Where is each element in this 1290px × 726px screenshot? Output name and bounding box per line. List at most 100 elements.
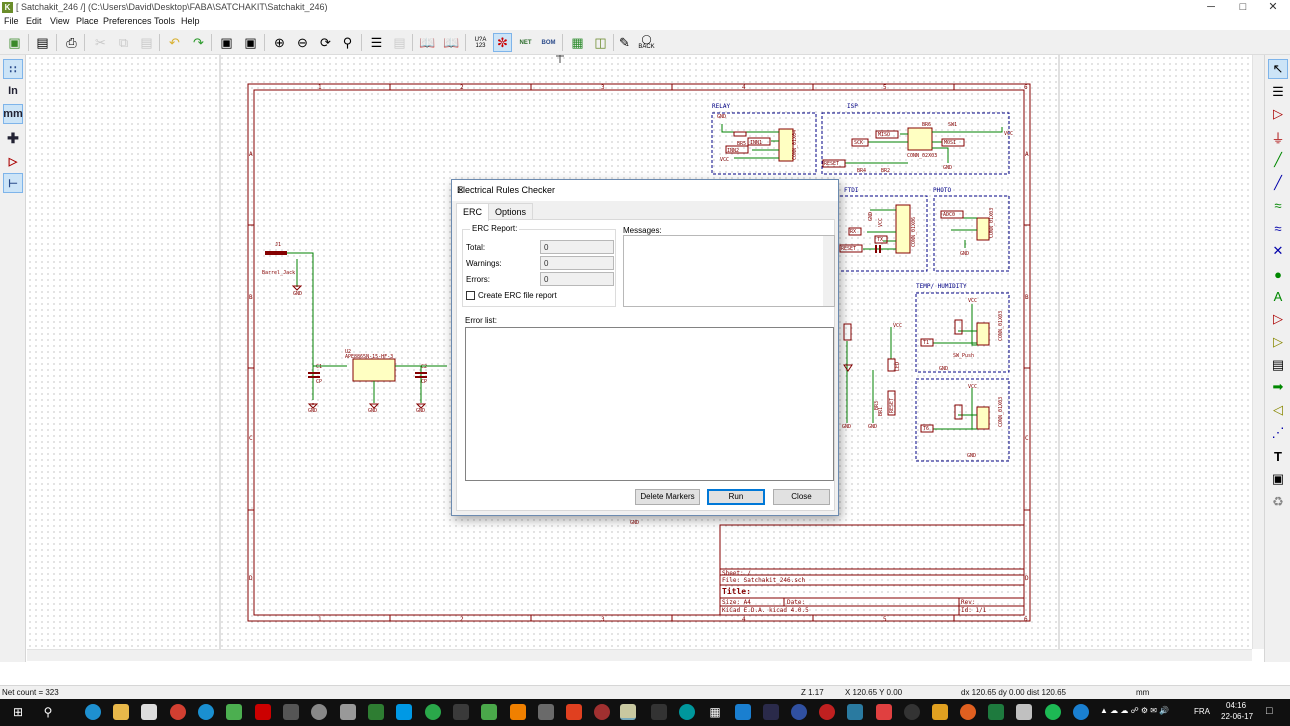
zoom-out-icon[interactable]: ⊖ bbox=[297, 34, 308, 50]
vertical-scrollbar[interactable] bbox=[1252, 55, 1264, 649]
app-icon[interactable] bbox=[932, 704, 948, 720]
clock-date[interactable]: 22-06-17 bbox=[1221, 712, 1254, 721]
pcbnew-icon[interactable]: ◫ bbox=[594, 34, 607, 50]
kicad-eeschema-taskbar-icon[interactable] bbox=[620, 704, 636, 720]
app-icon[interactable] bbox=[651, 704, 667, 720]
delete-icon[interactable]: ♻ bbox=[1272, 494, 1284, 509]
zoom-redraw-icon[interactable]: ⟳ bbox=[320, 34, 331, 50]
spotify-icon[interactable] bbox=[1045, 704, 1061, 720]
hierarchical-label-icon[interactable]: ▷ bbox=[1273, 334, 1283, 349]
units-mm-button[interactable]: mm bbox=[3, 104, 23, 124]
menu-file[interactable]: File bbox=[4, 16, 19, 26]
annotate-icon[interactable]: U?A 123 bbox=[474, 36, 487, 49]
horizontal-scrollbar[interactable] bbox=[27, 649, 1252, 661]
input-language[interactable]: FRA bbox=[1194, 707, 1210, 716]
calculator-icon[interactable]: ▦ bbox=[709, 705, 721, 719]
grid-icon[interactable]: ∷ bbox=[3, 59, 23, 79]
app-icon[interactable] bbox=[283, 704, 299, 720]
app-icon[interactable] bbox=[566, 704, 582, 720]
delete-markers-button[interactable]: Delete Markers bbox=[635, 489, 700, 505]
place-component-icon[interactable]: ▷ bbox=[1273, 106, 1283, 121]
netlist-icon[interactable]: NET bbox=[519, 39, 532, 46]
menu-view[interactable]: View bbox=[50, 16, 70, 26]
mail-icon[interactable] bbox=[141, 704, 157, 720]
menu-edit[interactable]: Edit bbox=[26, 16, 42, 26]
taskbar-app-icon[interactable] bbox=[85, 704, 101, 720]
excel-icon[interactable] bbox=[988, 704, 1004, 720]
find-icon[interactable]: ▣ bbox=[220, 34, 233, 50]
firefox-icon[interactable] bbox=[960, 704, 976, 720]
units-inch-button[interactable]: In bbox=[8, 85, 18, 97]
clock-time[interactable]: 04:16 bbox=[1226, 701, 1247, 710]
app-icon[interactable] bbox=[425, 704, 441, 720]
hidden-pins-icon[interactable]: ▷ bbox=[8, 155, 18, 168]
app-icon[interactable] bbox=[594, 704, 610, 720]
cut-icon[interactable]: ✂ bbox=[95, 34, 106, 50]
menu-preferences[interactable]: Preferences bbox=[103, 16, 152, 26]
messages-scrollbar[interactable] bbox=[823, 236, 834, 306]
close-window-button[interactable]: ✕ bbox=[1268, 1, 1278, 13]
hierarchy-icon[interactable]: ☰ bbox=[370, 34, 383, 50]
undo-icon[interactable]: ↶ bbox=[169, 34, 180, 50]
cursor-shape-icon[interactable]: ✚ bbox=[7, 129, 19, 146]
bus-to-bus-entry-icon[interactable]: ≈ bbox=[1274, 220, 1282, 236]
minimize-button[interactable]: ─ bbox=[1207, 1, 1215, 13]
notifications-icon[interactable]: □ bbox=[1266, 705, 1273, 717]
error-list-box[interactable] bbox=[465, 327, 834, 481]
tab-options[interactable]: Options bbox=[488, 203, 534, 220]
app-icon[interactable] bbox=[481, 704, 497, 720]
erc-icon[interactable]: ✼ bbox=[493, 33, 512, 52]
tray-icons[interactable]: ▲ ☁ ☁ ☍ ⚙ ✉ 🔊 bbox=[1100, 706, 1170, 715]
close-button[interactable]: Close bbox=[773, 489, 830, 505]
start-icon[interactable]: ⊞ bbox=[12, 705, 24, 719]
app-icon[interactable] bbox=[876, 704, 892, 720]
dialog-close-icon[interactable]: ✕ bbox=[457, 185, 465, 195]
text-icon[interactable]: T bbox=[1274, 448, 1282, 464]
app-icon[interactable] bbox=[819, 704, 835, 720]
image-icon[interactable]: ▣ bbox=[1271, 471, 1285, 486]
app-icon[interactable] bbox=[226, 704, 242, 720]
library-editor-icon[interactable]: 📖 bbox=[419, 34, 436, 50]
app-icon[interactable] bbox=[538, 704, 554, 720]
paste-icon[interactable]: ▤ bbox=[140, 34, 153, 50]
menu-help[interactable]: Help bbox=[181, 16, 200, 26]
arduino-icon[interactable] bbox=[679, 704, 695, 720]
help-icon[interactable] bbox=[1073, 704, 1089, 720]
global-label-icon[interactable]: ▷ bbox=[1273, 311, 1283, 326]
find-replace-icon[interactable]: ▣ bbox=[244, 34, 257, 50]
back-annotate-icon[interactable]: ◯BACK bbox=[638, 34, 655, 51]
app-icon[interactable] bbox=[791, 704, 807, 720]
leave-sheet-icon[interactable]: ▤ bbox=[393, 34, 406, 50]
place-wire-icon[interactable]: ╱ bbox=[1274, 152, 1282, 167]
app-icon[interactable] bbox=[847, 704, 863, 720]
select-arrow-icon[interactable]: ↖ bbox=[1268, 59, 1288, 79]
place-power-icon[interactable]: ⏚ bbox=[1271, 130, 1285, 146]
messages-box[interactable] bbox=[623, 235, 835, 307]
print-icon[interactable]: ⎙ bbox=[66, 34, 77, 50]
cvpcb-icon[interactable]: ▦ bbox=[571, 34, 584, 50]
graphic-line-icon[interactable]: ⋰ bbox=[1271, 425, 1285, 440]
app-icon[interactable] bbox=[368, 704, 384, 720]
app-icon[interactable] bbox=[904, 704, 920, 720]
acrobat-icon[interactable] bbox=[255, 704, 271, 720]
import-sheet-pin-icon[interactable]: ➡ bbox=[1272, 379, 1284, 394]
new-sheet-icon[interactable]: ▣ bbox=[8, 34, 21, 50]
skype-icon[interactable] bbox=[396, 704, 412, 720]
hierarchical-sheet-icon[interactable]: ▤ bbox=[1271, 357, 1285, 372]
create-report-checkbox[interactable]: Create ERC file report bbox=[466, 291, 557, 300]
bom-icon[interactable]: BOM bbox=[541, 39, 556, 46]
place-bus-icon[interactable]: ╱ bbox=[1274, 175, 1282, 190]
chrome-icon[interactable] bbox=[170, 704, 186, 720]
search-icon[interactable]: ⚲ bbox=[43, 705, 53, 719]
hierarchy-navigator-icon[interactable]: ☰ bbox=[1272, 84, 1284, 99]
vlc-icon[interactable] bbox=[510, 704, 526, 720]
sheet-pin-icon[interactable]: ◁ bbox=[1273, 402, 1283, 417]
copy-icon[interactable]: ⧉ bbox=[118, 34, 129, 50]
app-icon[interactable] bbox=[763, 704, 779, 720]
browser-icon[interactable] bbox=[198, 704, 214, 720]
zoom-in-icon[interactable]: ⊕ bbox=[274, 34, 285, 50]
import-footprint-icon[interactable]: ✎ bbox=[619, 34, 630, 50]
run-button[interactable]: Run bbox=[707, 489, 765, 505]
maximize-button[interactable]: □ bbox=[1239, 1, 1247, 13]
wire-to-bus-entry-icon[interactable]: ≈ bbox=[1274, 197, 1282, 213]
